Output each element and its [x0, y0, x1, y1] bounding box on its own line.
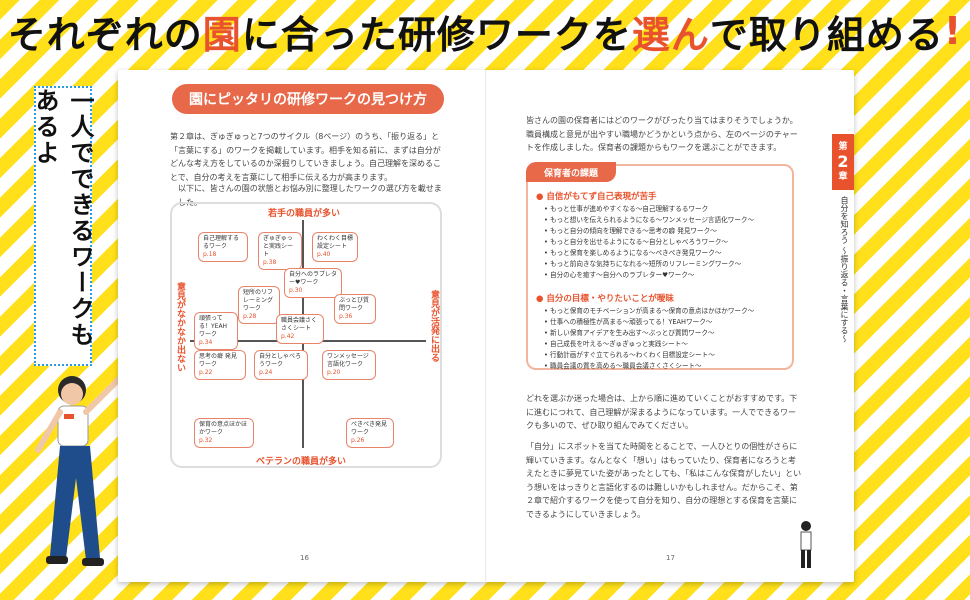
task-item: • 自分の心を癒す～自分へのラブレター♥ワーク～ [544, 271, 695, 279]
task-item: • もっと保育を楽しめるようになる～ぺきぺき発見ワーク～ [544, 249, 722, 257]
page-number-right: 17 [666, 554, 675, 562]
task-item: • 職員会議の質を高める～職員会議さくさくシート～ [544, 362, 702, 370]
task-item: • 行動計画がすぐ立てられる～わくわく目標設定シート～ [544, 351, 715, 359]
right-intro-paragraph: 皆さんの園の保育者にはどのワークがぴったり当てはまりそうでしょうか。職員構成と意… [526, 116, 798, 152]
book-gutter [485, 70, 487, 582]
intro-paragraph: 第２章は、ぎゅぎゅっと7つのサイクル（8ページ）のうち、「振り返る」と「言葉にす… [170, 132, 442, 182]
book-spread: 園にピッタリの研修ワークの見つけ方 第２章は、ぎゅぎゅっと7つのサイクル（8ペー… [118, 70, 854, 582]
right-page: 皆さんの園の保育者にはどのワークがぴったり当てはまりそうでしょうか。職員構成と意… [486, 70, 854, 582]
axis-label-right: 意見が活発に出る [429, 290, 439, 362]
chapter-tab: 第 2 章 [832, 134, 854, 190]
guidance-paragraph: どれを選ぶか迷った場合は、上から順に進めていくことがおすすめです。下に進むにつれ… [526, 394, 798, 430]
task-item: • もっと前向きな気持ちになれる～短所のリフレーミングワーク～ [544, 260, 742, 268]
page-number-left: 16 [300, 554, 309, 562]
task-item: • もっと仕事が進めやすくなる～自己理解するるワーク [544, 205, 709, 213]
task-section-heading: ● 自分の目標・やりたいことが曖昧 [536, 294, 674, 304]
tasks-box-title: 保育者の課題 [526, 162, 616, 182]
left-page: 園にピッタリの研修ワークの見つけ方 第２章は、ぎゅぎゅっと7つのサイクル（8ペー… [118, 70, 486, 582]
task-item: • もっと自分の傾向を理解できる～思考の癖 発見ワーク～ [544, 227, 717, 235]
closing-paragraph: 「自分」にスポットを当てた時間をとることで、一人ひとりの個性がさらに輝いていきま… [526, 442, 802, 519]
task-item: • 仕事への積極性が高まる～頑張ってる！YEAHワーク～ [544, 318, 713, 326]
section-title: 園にピッタリの研修ワークの見つけ方 [172, 84, 444, 114]
side-callout: 一人でできるワークもあるよ [31, 86, 94, 366]
axis-label-top: 若手の職員が多い [268, 209, 341, 219]
promo-banner: それぞれの園に合った研修ワークを選んで取り組める! [7, 9, 963, 57]
mini-figure-illustration [800, 521, 812, 568]
presenter-illustration [35, 371, 127, 566]
task-item: • 自己成長を叶える～ぎゅぎゅっと実践シート～ [544, 340, 688, 348]
chapter-subtitle: 自分を知ろう ～振り返る・言葉にする～ [840, 196, 849, 343]
axis-label-left: 意見がなかなか出ない [175, 282, 185, 372]
work-selection-chart: 若手の職員が多い ベテランの職員が多い 意見がなかなか出ない 意見が活発に出る … [170, 202, 442, 468]
task-section-heading: ● 自信がもてず自己表現が苦手 [536, 192, 657, 202]
task-item: • もっと自分を出せるようになる～自分としゃべろうワーク～ [544, 238, 729, 246]
task-item: • 新しい保育アイデアを生み出す～ぶっとび質問ワーク～ [544, 329, 715, 337]
tasks-box [526, 164, 794, 370]
task-item: • もっと保育のモチベーションが高まる～保育の意点ほかほかワーク～ [544, 307, 755, 315]
task-item: • もっと想いを伝えられるようになる～ワンメッセージ言語化ワーク～ [544, 216, 755, 224]
axis-label-bottom: ベテランの職員が多い [256, 457, 347, 467]
